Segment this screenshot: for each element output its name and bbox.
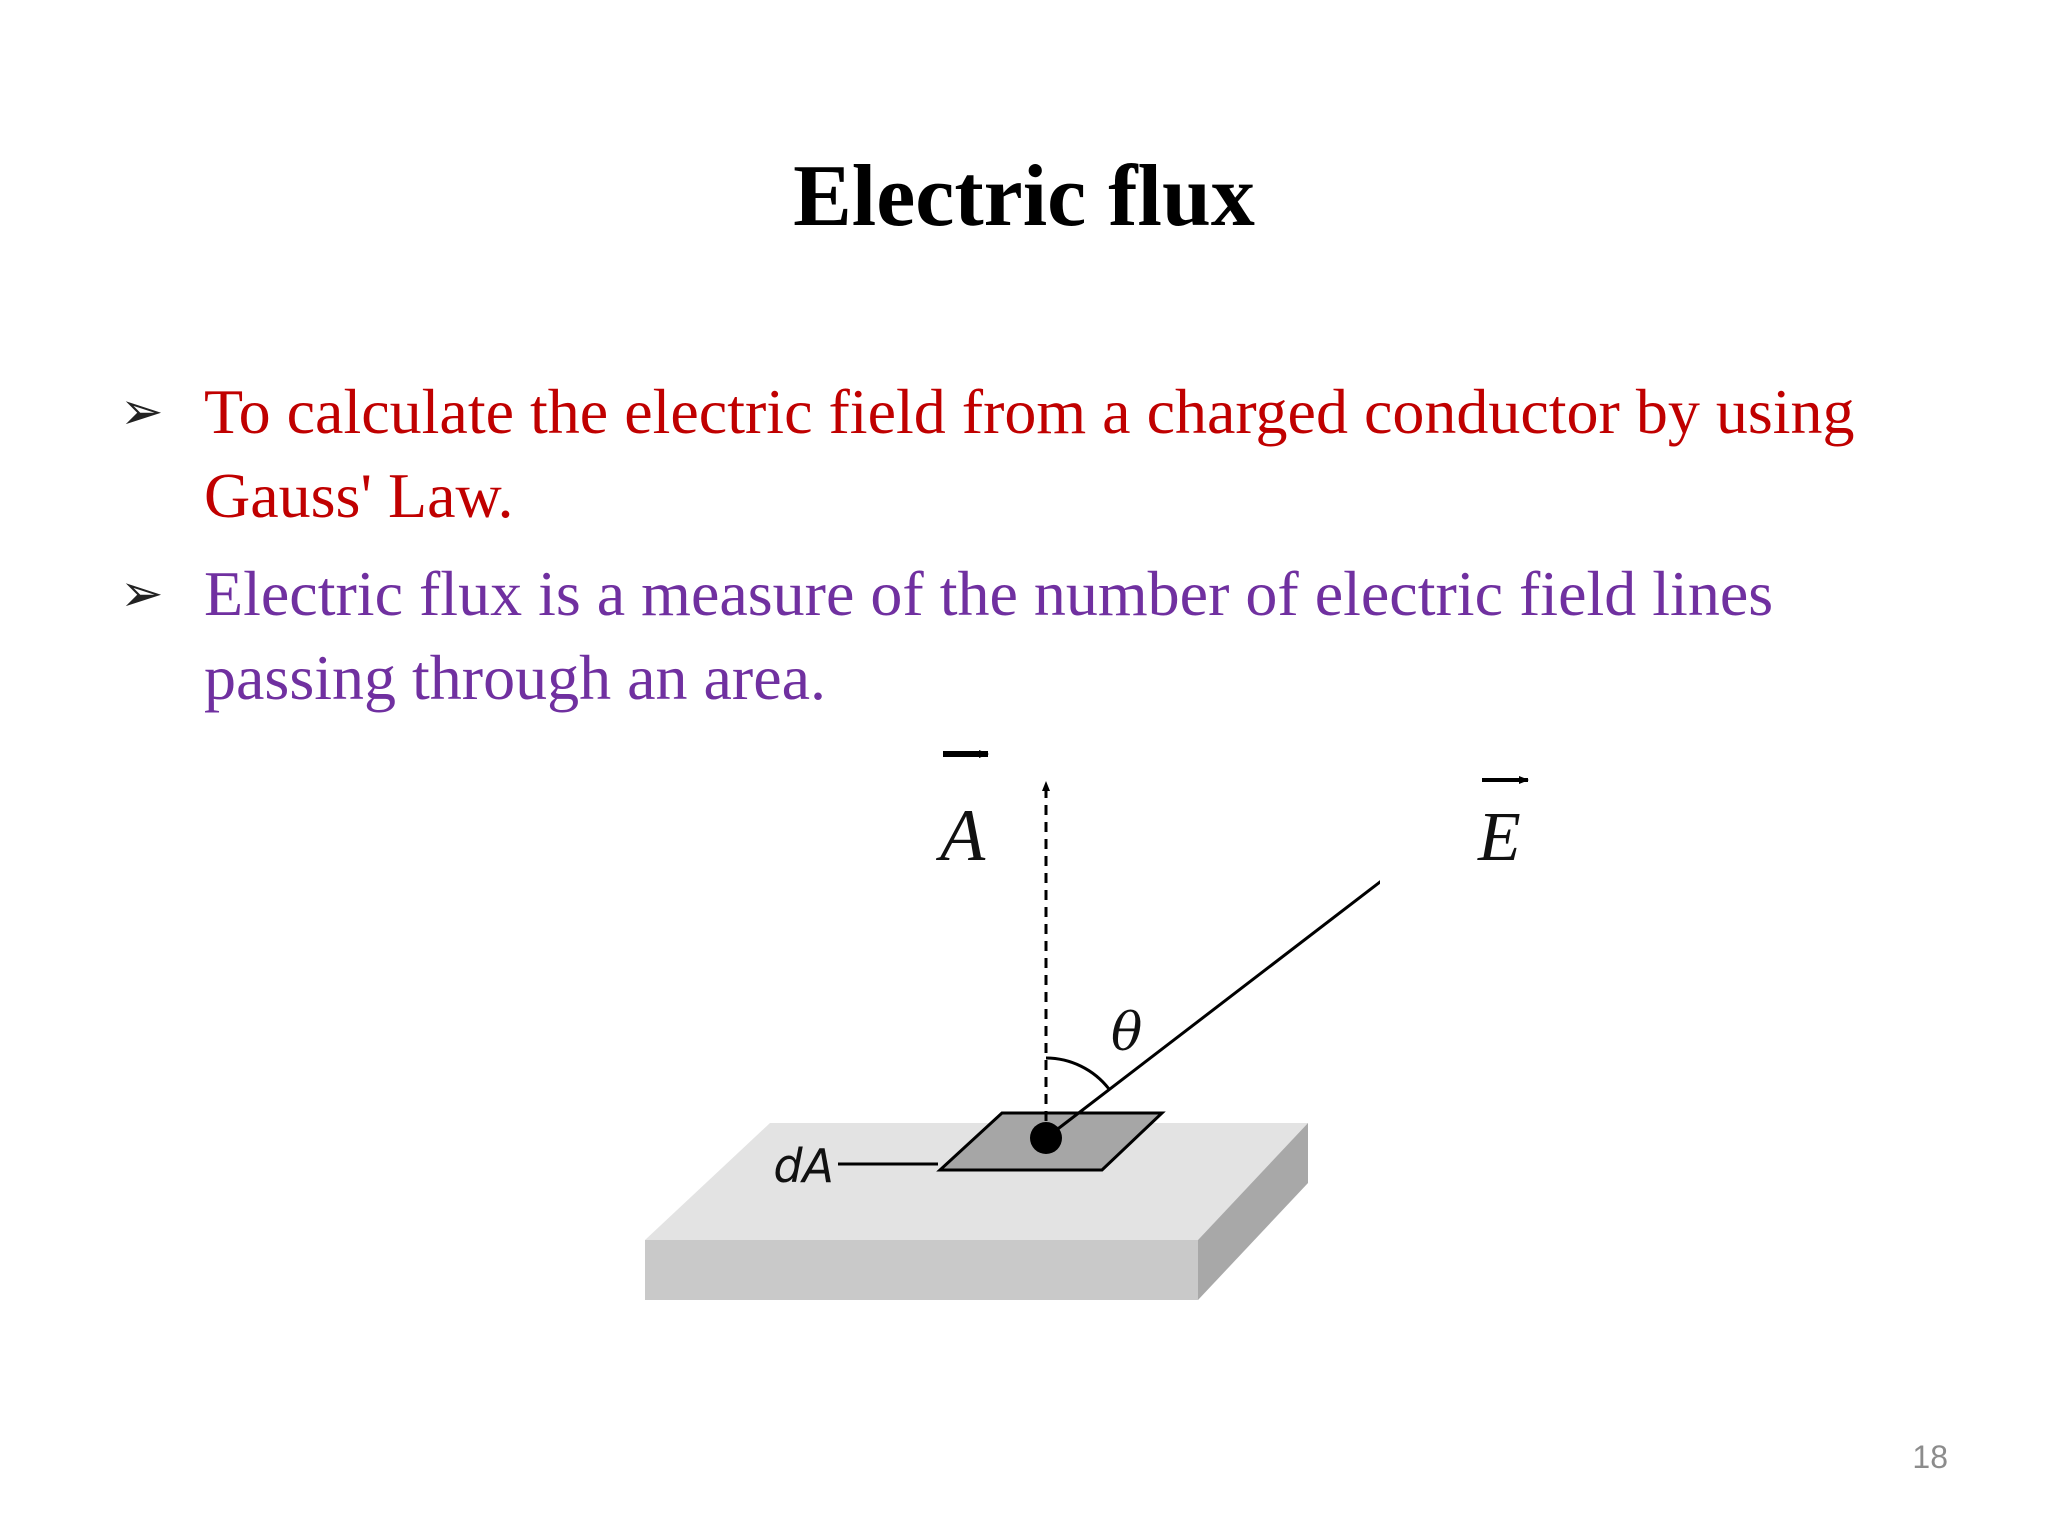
bullet-item-flux-definition: ➢ Electric flux is a measure of the numb… xyxy=(120,552,1920,720)
slab-top-face xyxy=(645,1123,1308,1240)
electric-flux-diagram: dA θ A xyxy=(645,750,1380,1300)
slide-title: Electric flux xyxy=(793,148,1255,245)
bullet-text: To calculate the electric field from a c… xyxy=(204,376,1855,531)
slab-front-face xyxy=(645,1240,1198,1300)
bullet-item-gauss-law: ➢ To calculate the electric field from a… xyxy=(120,370,1920,538)
page-number: 18 xyxy=(1912,1439,1948,1475)
field-vector-label: E xyxy=(1477,799,1521,876)
charge-point xyxy=(1030,1122,1062,1154)
slab-side-face xyxy=(1198,1123,1308,1300)
arrow-bullet-icon: ➢ xyxy=(120,382,164,442)
field-vector-label-box: E xyxy=(1477,776,1529,876)
area-vector-label: A xyxy=(935,795,986,877)
bullet-text: Electric flux is a measure of the number… xyxy=(204,558,1774,713)
arrow-bullet-icon: ➢ xyxy=(120,564,164,624)
area-element-label: dA xyxy=(773,1139,834,1193)
angle-arc xyxy=(1045,1056,1111,1090)
bullet-list: ➢ To calculate the electric field from a… xyxy=(120,370,1920,734)
angle-label: θ xyxy=(1111,1003,1142,1063)
electric-field-vector xyxy=(1045,880,1380,1140)
